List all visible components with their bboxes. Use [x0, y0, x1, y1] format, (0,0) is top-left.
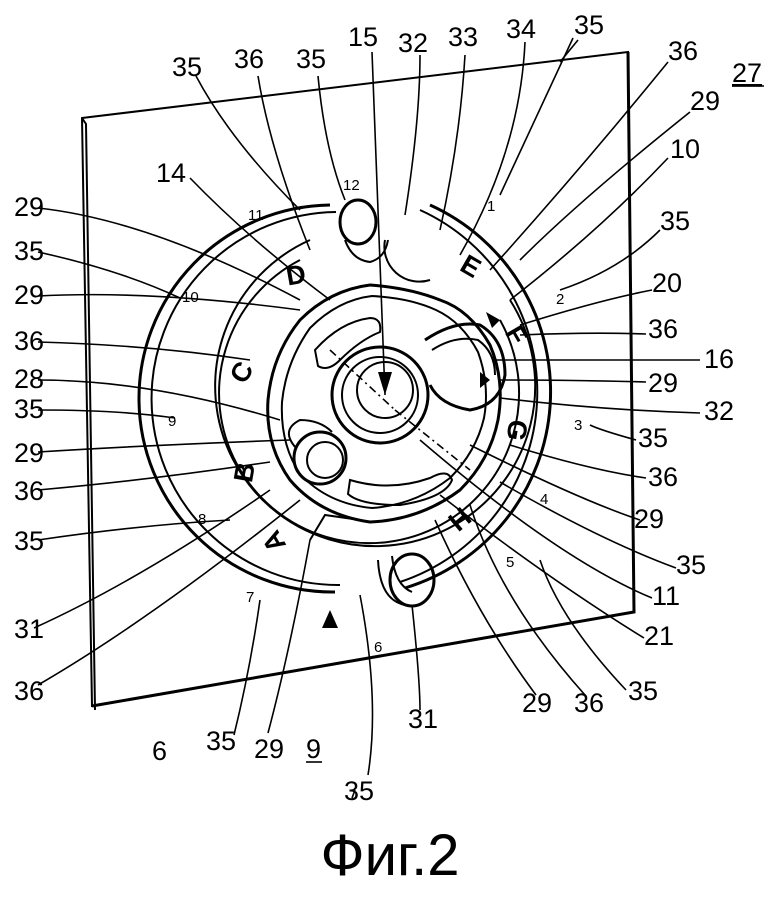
ref-36-b: 36 — [668, 36, 698, 66]
ref-36-e: 36 — [574, 688, 604, 718]
ref-31-b: 31 — [14, 614, 44, 644]
ref-36-g: 36 — [14, 476, 44, 506]
ref-35-j: 35 — [14, 526, 44, 556]
ref-35-e: 35 — [638, 423, 668, 453]
ref-11: 11 — [652, 581, 680, 611]
reference-numerals: 35 36 35 15 32 33 34 35 36 27 29 10 35 2… — [14, 10, 764, 806]
ref-29-h: 29 — [14, 192, 44, 222]
leader-lines — [34, 38, 700, 798]
sector-letter-c: C — [224, 357, 260, 389]
dial-12: 12 — [343, 177, 360, 194]
dial-4: 4 — [540, 491, 548, 508]
dial-1: 1 — [487, 198, 495, 215]
ref-33: 33 — [448, 22, 478, 52]
dial-7: 7 — [246, 589, 254, 606]
ref-36-d: 36 — [648, 462, 678, 492]
dial-10: 10 — [182, 289, 199, 306]
ref-16: 16 — [704, 344, 734, 374]
pin-top — [340, 200, 388, 262]
sector-letter-d: D — [284, 259, 308, 292]
ref-36-c: 36 — [648, 314, 678, 344]
ref-32-a: 32 — [398, 28, 428, 58]
ref-27: 27 — [732, 58, 762, 88]
ref-29-g: 29 — [14, 280, 44, 310]
sector-letter-f: F — [499, 320, 533, 349]
ref-9: 9 — [306, 734, 321, 764]
ref-35-g: 35 — [628, 676, 658, 706]
pin-left — [289, 420, 346, 484]
hub-cutout — [425, 324, 505, 410]
sector-letter-g: G — [500, 417, 533, 443]
ref-6: 6 — [152, 736, 167, 766]
dial-5: 5 — [506, 554, 514, 571]
ref-29-a: 29 — [690, 86, 720, 116]
ref-32-b: 32 — [704, 396, 734, 426]
ref-31-a: 31 — [408, 704, 438, 734]
ref-28: 28 — [14, 364, 44, 394]
ref-36-h: 36 — [14, 326, 44, 356]
ref-35-f: 35 — [676, 550, 706, 580]
ref-21: 21 — [644, 621, 674, 651]
ref-35-l: 35 — [14, 236, 44, 266]
dial-9: 9 — [168, 413, 176, 430]
ref-29-f: 29 — [14, 438, 44, 468]
ref-14: 14 — [156, 158, 186, 188]
ref-10: 10 — [670, 134, 700, 164]
ref-29-d: 29 — [522, 688, 552, 718]
sector-letter-h: H — [442, 501, 476, 537]
ref-15: 15 — [348, 22, 378, 52]
ref-34: 34 — [506, 14, 536, 44]
ref-29-b: 29 — [648, 368, 678, 398]
dial-2: 2 — [556, 291, 564, 308]
dial-8: 8 — [198, 511, 206, 528]
ref-36-a: 36 — [234, 44, 264, 74]
ref-35-c: 35 — [574, 10, 604, 40]
centre-boss — [332, 347, 428, 443]
ref-20: 20 — [652, 268, 682, 298]
ref-35-b: 35 — [296, 44, 326, 74]
axis-lines — [330, 350, 470, 470]
figure-caption: Фиг.2 — [0, 822, 780, 889]
dial-6: 6 — [374, 639, 382, 656]
ref-35-k: 35 — [14, 394, 44, 424]
ref-36-f: 36 — [14, 676, 44, 706]
ref-29-c: 29 — [634, 504, 664, 534]
dial-11: 11 — [248, 207, 264, 224]
ref-29-e: 29 — [254, 734, 284, 764]
ref-35-i: 35 — [206, 726, 236, 756]
ref-35-a: 35 — [172, 52, 202, 82]
dial-3: 3 — [574, 417, 582, 434]
ref-35-h: 35 — [344, 776, 374, 806]
ref-35-d: 35 — [660, 206, 690, 236]
